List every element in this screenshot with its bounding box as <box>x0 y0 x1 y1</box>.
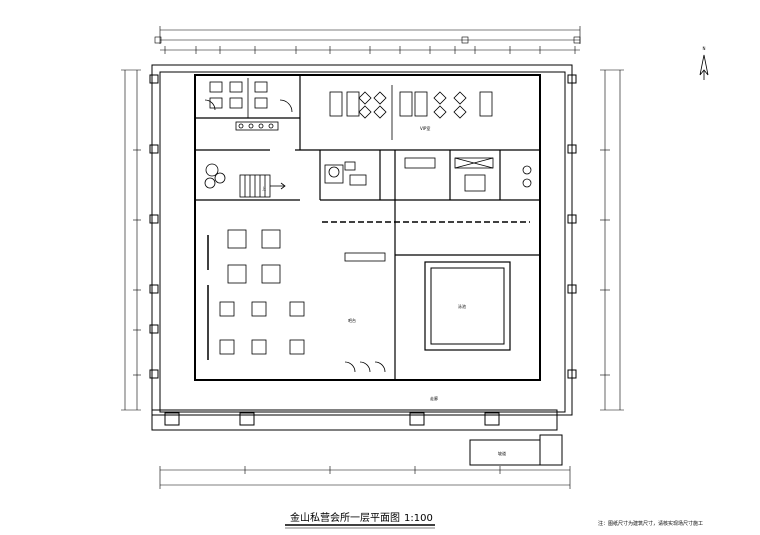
left-dimension-lines <box>121 69 141 411</box>
dining-tables <box>207 229 305 360</box>
office-room <box>324 157 494 192</box>
stair-label: 上 <box>262 185 266 191</box>
top-dimension-lines <box>154 26 581 54</box>
terrace-outline <box>149 64 577 416</box>
plant-symbols <box>204 163 532 189</box>
north-arrow-icon <box>699 54 709 80</box>
corridor-label: 走廊 <box>430 395 438 401</box>
bottom-dimension-lines <box>159 466 571 489</box>
lounge-sofas <box>329 85 493 140</box>
title-underline <box>285 524 435 529</box>
drawing-note: 注：图纸尺寸为建筑尺寸，请核实现场尺寸施工 <box>598 520 703 527</box>
right-dimension-lines <box>600 69 624 411</box>
drawing-title: 金山私营会所一层平面图 <box>290 511 400 524</box>
compass-north-label: N <box>703 46 706 51</box>
pool <box>424 261 511 351</box>
building-walls <box>194 74 541 381</box>
stair <box>239 174 286 198</box>
bar-counter <box>322 221 530 262</box>
bar-label: 吧台 <box>348 317 356 323</box>
entrance-doors <box>344 361 390 381</box>
bottom-terrace <box>151 409 563 466</box>
ramp-label: 坡道 <box>498 450 506 456</box>
pool-label: 泳池 <box>458 303 466 309</box>
restroom-fixtures <box>204 78 293 131</box>
room-label-vip: VIP室 <box>420 125 430 131</box>
drawing-scale: 1:100 <box>404 513 433 524</box>
